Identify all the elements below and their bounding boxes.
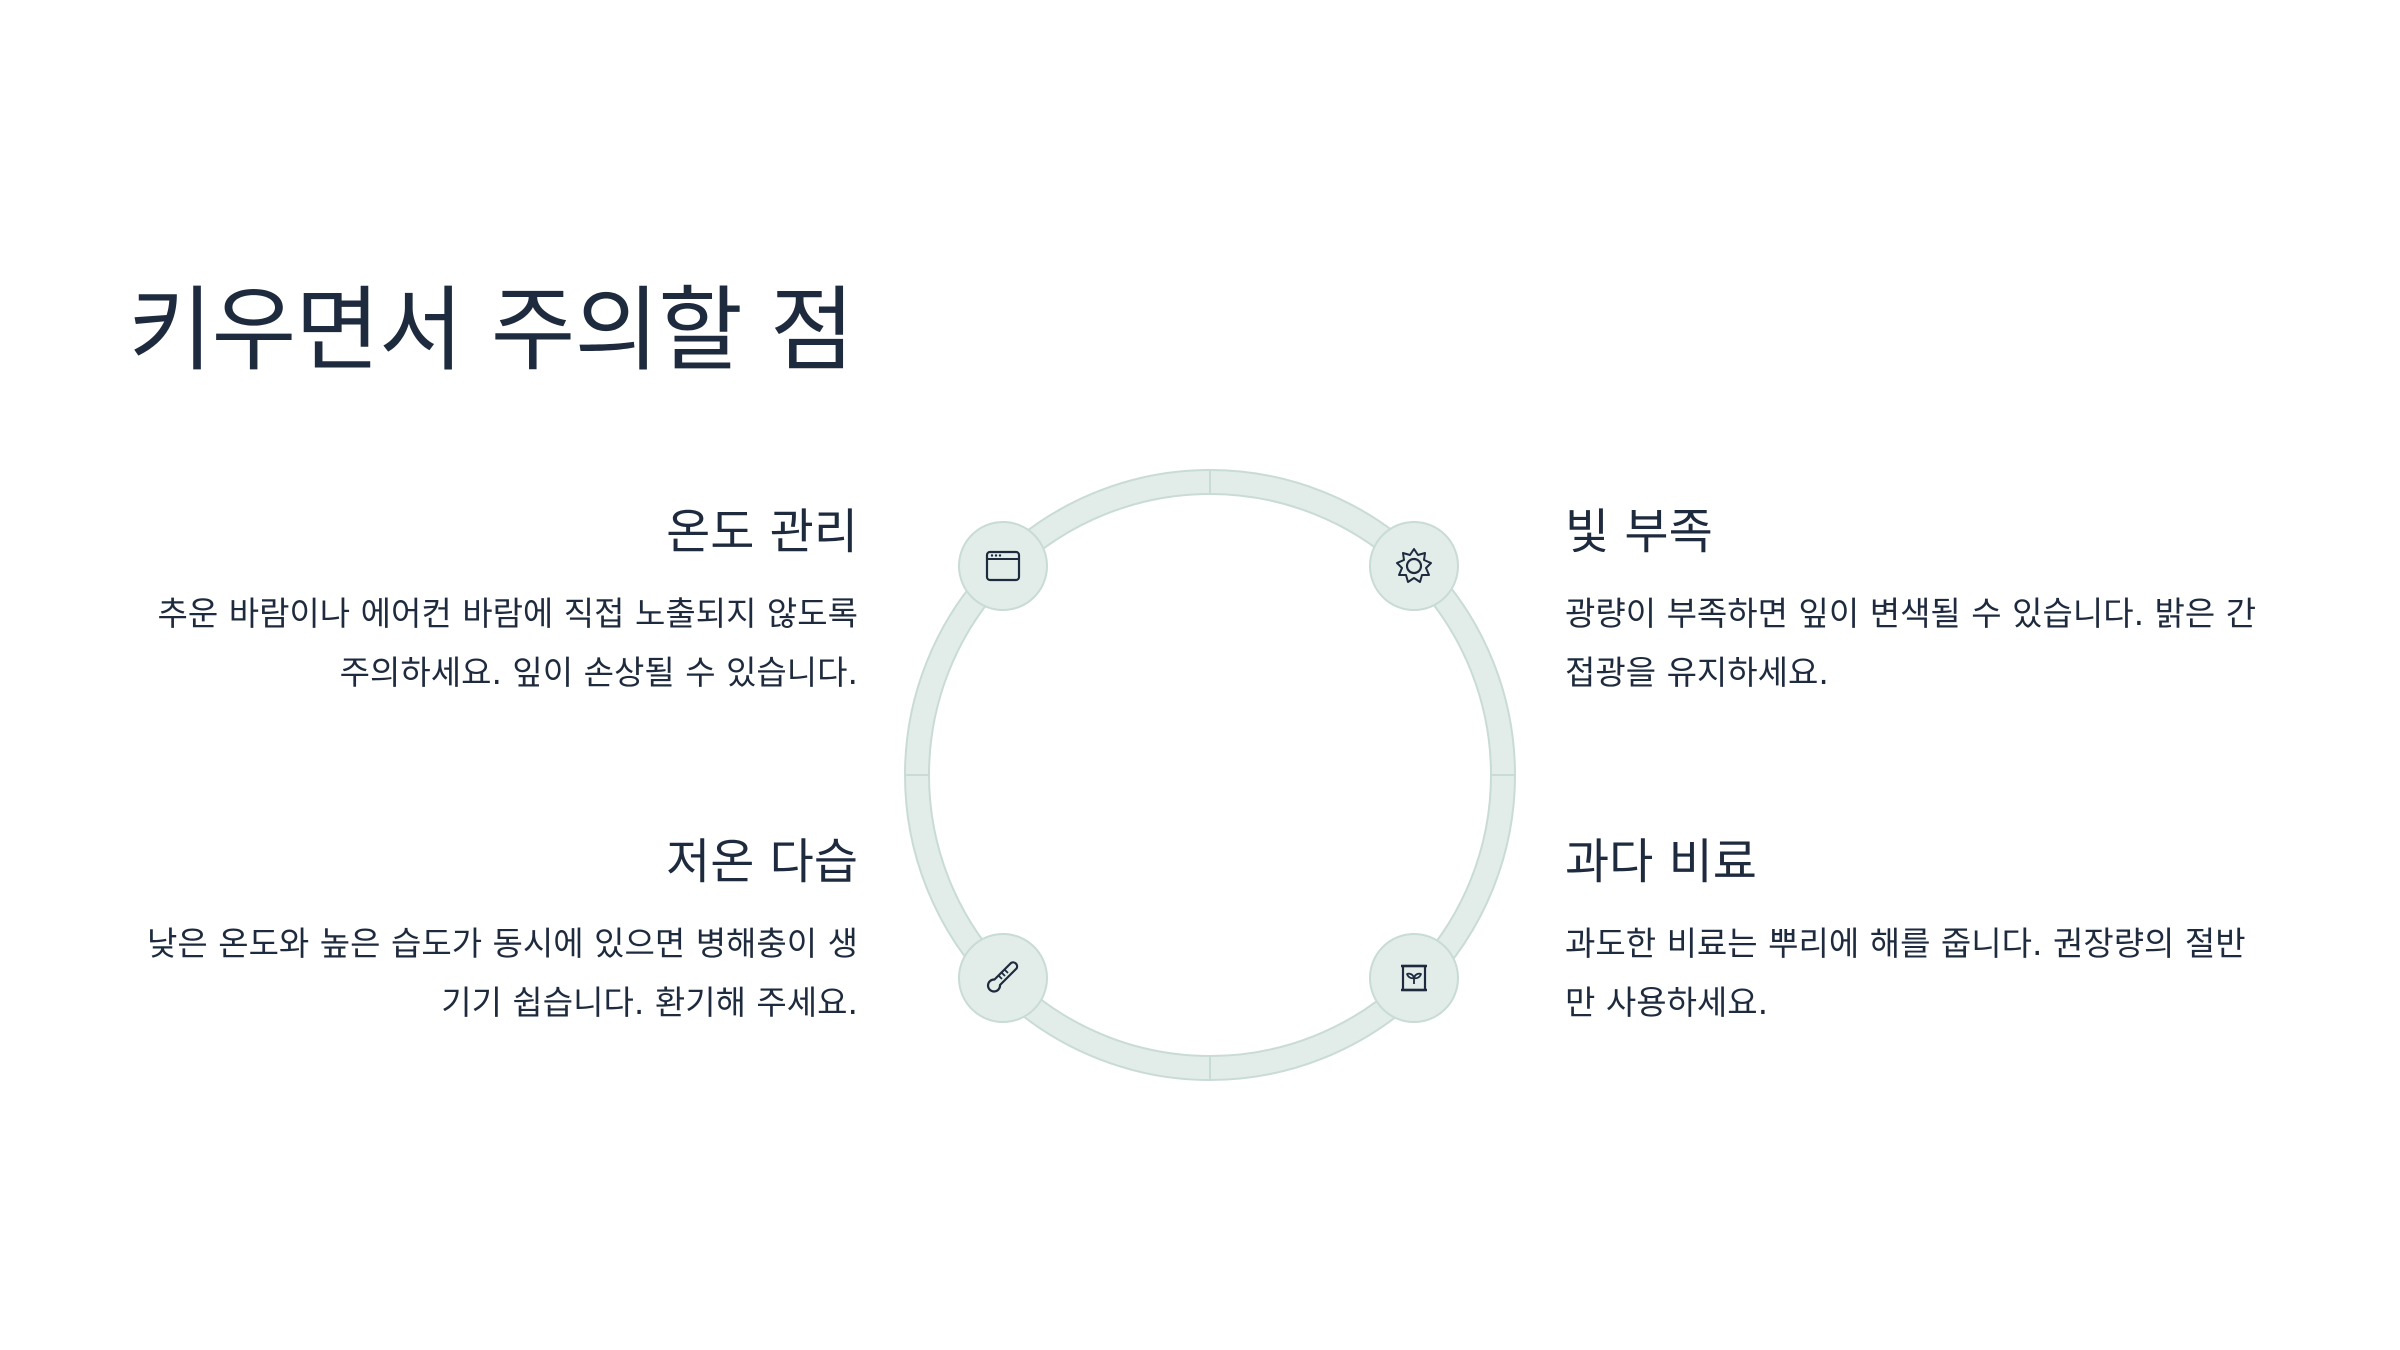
item-title: 과다 비료 xyxy=(1565,834,1757,890)
item-humidity: 저온 다습 낮은 온도와 높은 습도가 동시에 있으면 병해충이 생기기 쉽습니… xyxy=(128,834,858,1032)
cycle-ring xyxy=(900,465,1520,1085)
item-body: 추운 바람이나 에어컨 바람에 직접 노출되지 않도록 주의하세요. 잎이 손상… xyxy=(157,594,859,693)
window-node xyxy=(958,521,1048,611)
fertilizer-node xyxy=(1369,933,1459,1023)
item-body: 과도한 비료는 뿌리에 해를 줍니다. 권장량의 절반만 사용하세요. xyxy=(1565,924,2246,1023)
item-light: 빛 부족 광량이 부족하면 잎이 변색될 수 있습니다. 밝은 간접광을 유지하… xyxy=(1565,504,2275,702)
item-title: 빛 부족 xyxy=(1565,504,1713,560)
item-title: 저온 다습 xyxy=(666,834,858,890)
sun-node xyxy=(1369,521,1459,611)
page-title: 키우면서 주의할 점 xyxy=(128,277,855,384)
item-body: 낮은 온도와 높은 습도가 동시에 있으면 병해충이 생기기 쉽습니다. 환기해… xyxy=(147,924,858,1023)
window-icon xyxy=(985,550,1021,582)
sun-icon xyxy=(1396,548,1432,583)
item-fertilizer: 과다 비료 과도한 비료는 뿌리에 해를 줍니다. 권장량의 절반만 사용하세요… xyxy=(1565,834,2275,1032)
cycle-ring-graphic xyxy=(904,469,1516,1081)
item-title: 온도 관리 xyxy=(666,504,858,560)
item-temperature: 온도 관리 추운 바람이나 에어컨 바람에 직접 노출되지 않도록 주의하세요.… xyxy=(128,504,859,702)
thermometer-icon xyxy=(986,961,1019,993)
fertilizer-bag-icon xyxy=(1401,964,1427,992)
item-body: 광량이 부족하면 잎이 변색될 수 있습니다. 밝은 간접광을 유지하세요. xyxy=(1565,594,2257,693)
thermometer-node xyxy=(958,933,1048,1023)
